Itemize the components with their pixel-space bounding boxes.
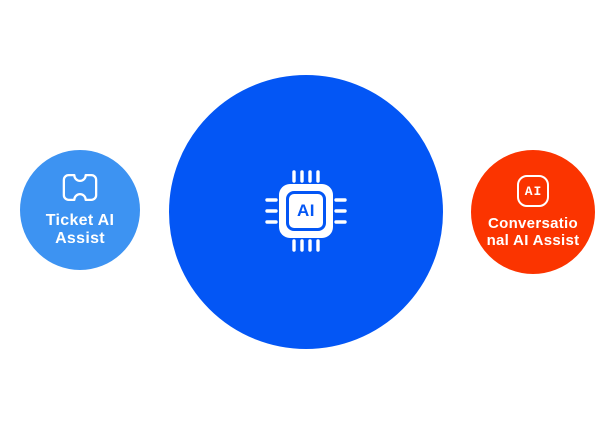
ai-badge-label: AI [524, 183, 543, 199]
node-ai-core [159, 65, 453, 359]
node-ticket-ai-assist-label: Ticket AI Assist [46, 212, 115, 248]
node-conversational-ai-assist-label: Conversatio nal AI Assist [487, 215, 580, 249]
label-line: nal AI Assist [486, 232, 580, 249]
label-line: Conversatio [487, 215, 578, 232]
ai-chip-graphic [265, 170, 347, 252]
ai-chip-icon: AI [262, 167, 350, 255]
label-line: Assist [55, 230, 105, 247]
node-ticket-ai-assist: Ticket AI Assist [14, 144, 146, 276]
label-line: Ticket AI [45, 212, 115, 229]
node-conversational-ai-assist: AI Conversatio nal AI Assist [466, 145, 600, 279]
ai-badge-icon: AI [517, 175, 549, 207]
ai-chip-label: AI [297, 201, 315, 220]
ticket-icon [62, 174, 98, 201]
